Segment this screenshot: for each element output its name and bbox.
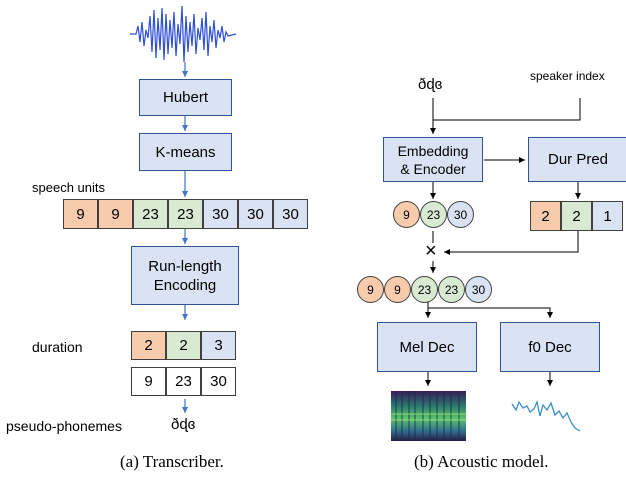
mel-spectrogram-image [391,391,466,441]
speech-units-label: speech units [32,180,105,195]
expanded-unit-circle: 23 [411,276,438,303]
acoustic-phonemes-text: ðɖɞ [418,76,443,93]
acoustic-caption: (b) Acoustic model. [414,452,549,471]
rle-line-1: Run-length [148,257,222,275]
predicted-duration-cell: 1 [592,201,623,231]
hubert-box: Hubert [139,79,232,116]
speech-unit-cell: 23 [168,199,203,229]
expanded-unit-circle: 23 [438,276,465,303]
speech-unit-cell: 30 [273,199,308,229]
encoder-box: Embedding & Encoder [383,137,483,182]
duration-cell: 2 [131,331,166,360]
speech-unit-cell: 30 [238,199,273,229]
unit-cell: 30 [201,367,236,396]
f0-contour-icon [511,399,581,432]
multiply-symbol: × [425,240,437,262]
rle-box: Run-length Encoding [131,246,239,305]
encoder-unit-circle: 30 [447,201,474,228]
f0-dec-box: f0 Dec [500,322,600,372]
expanded-unit-circle: 9 [357,276,384,303]
mel-dec-box: Mel Dec [377,322,477,372]
speaker-index-label: speaker index [530,69,605,83]
predicted-duration-cell: 2 [561,201,592,231]
encoder-line-2: & Encoder [400,160,466,177]
expanded-unit-circle: 9 [384,276,411,303]
kmeans-box: K-means [139,133,232,171]
duration-label: duration [32,339,83,355]
speech-unit-cell: 9 [98,199,133,229]
encoder-unit-circle: 9 [393,201,420,228]
rle-line-2: Encoding [153,276,217,294]
unit-cell: 23 [166,367,201,396]
encoder-line-1: Embedding [397,142,469,159]
pseudo-phonemes-label: pseudo-phonemes [6,418,122,434]
transcriber-caption: (a) Transcriber. [120,452,224,471]
acoustic-arrows [425,98,581,386]
duration-cell: 3 [201,331,236,360]
unit-cell: 9 [131,367,166,396]
dur-pred-box: Dur Pred [528,137,626,182]
encoder-unit-circle: 23 [420,201,447,228]
speech-unit-cell: 30 [203,199,238,229]
expanded-unit-circle: 30 [465,276,492,303]
predicted-duration-cell: 2 [530,201,561,231]
pseudo-phonemes-text: ðɖɞ [171,416,196,433]
speech-unit-cell: 23 [133,199,168,229]
waveform-icon [130,5,237,63]
speech-unit-cell: 9 [63,199,98,229]
duration-cell: 2 [166,331,201,360]
